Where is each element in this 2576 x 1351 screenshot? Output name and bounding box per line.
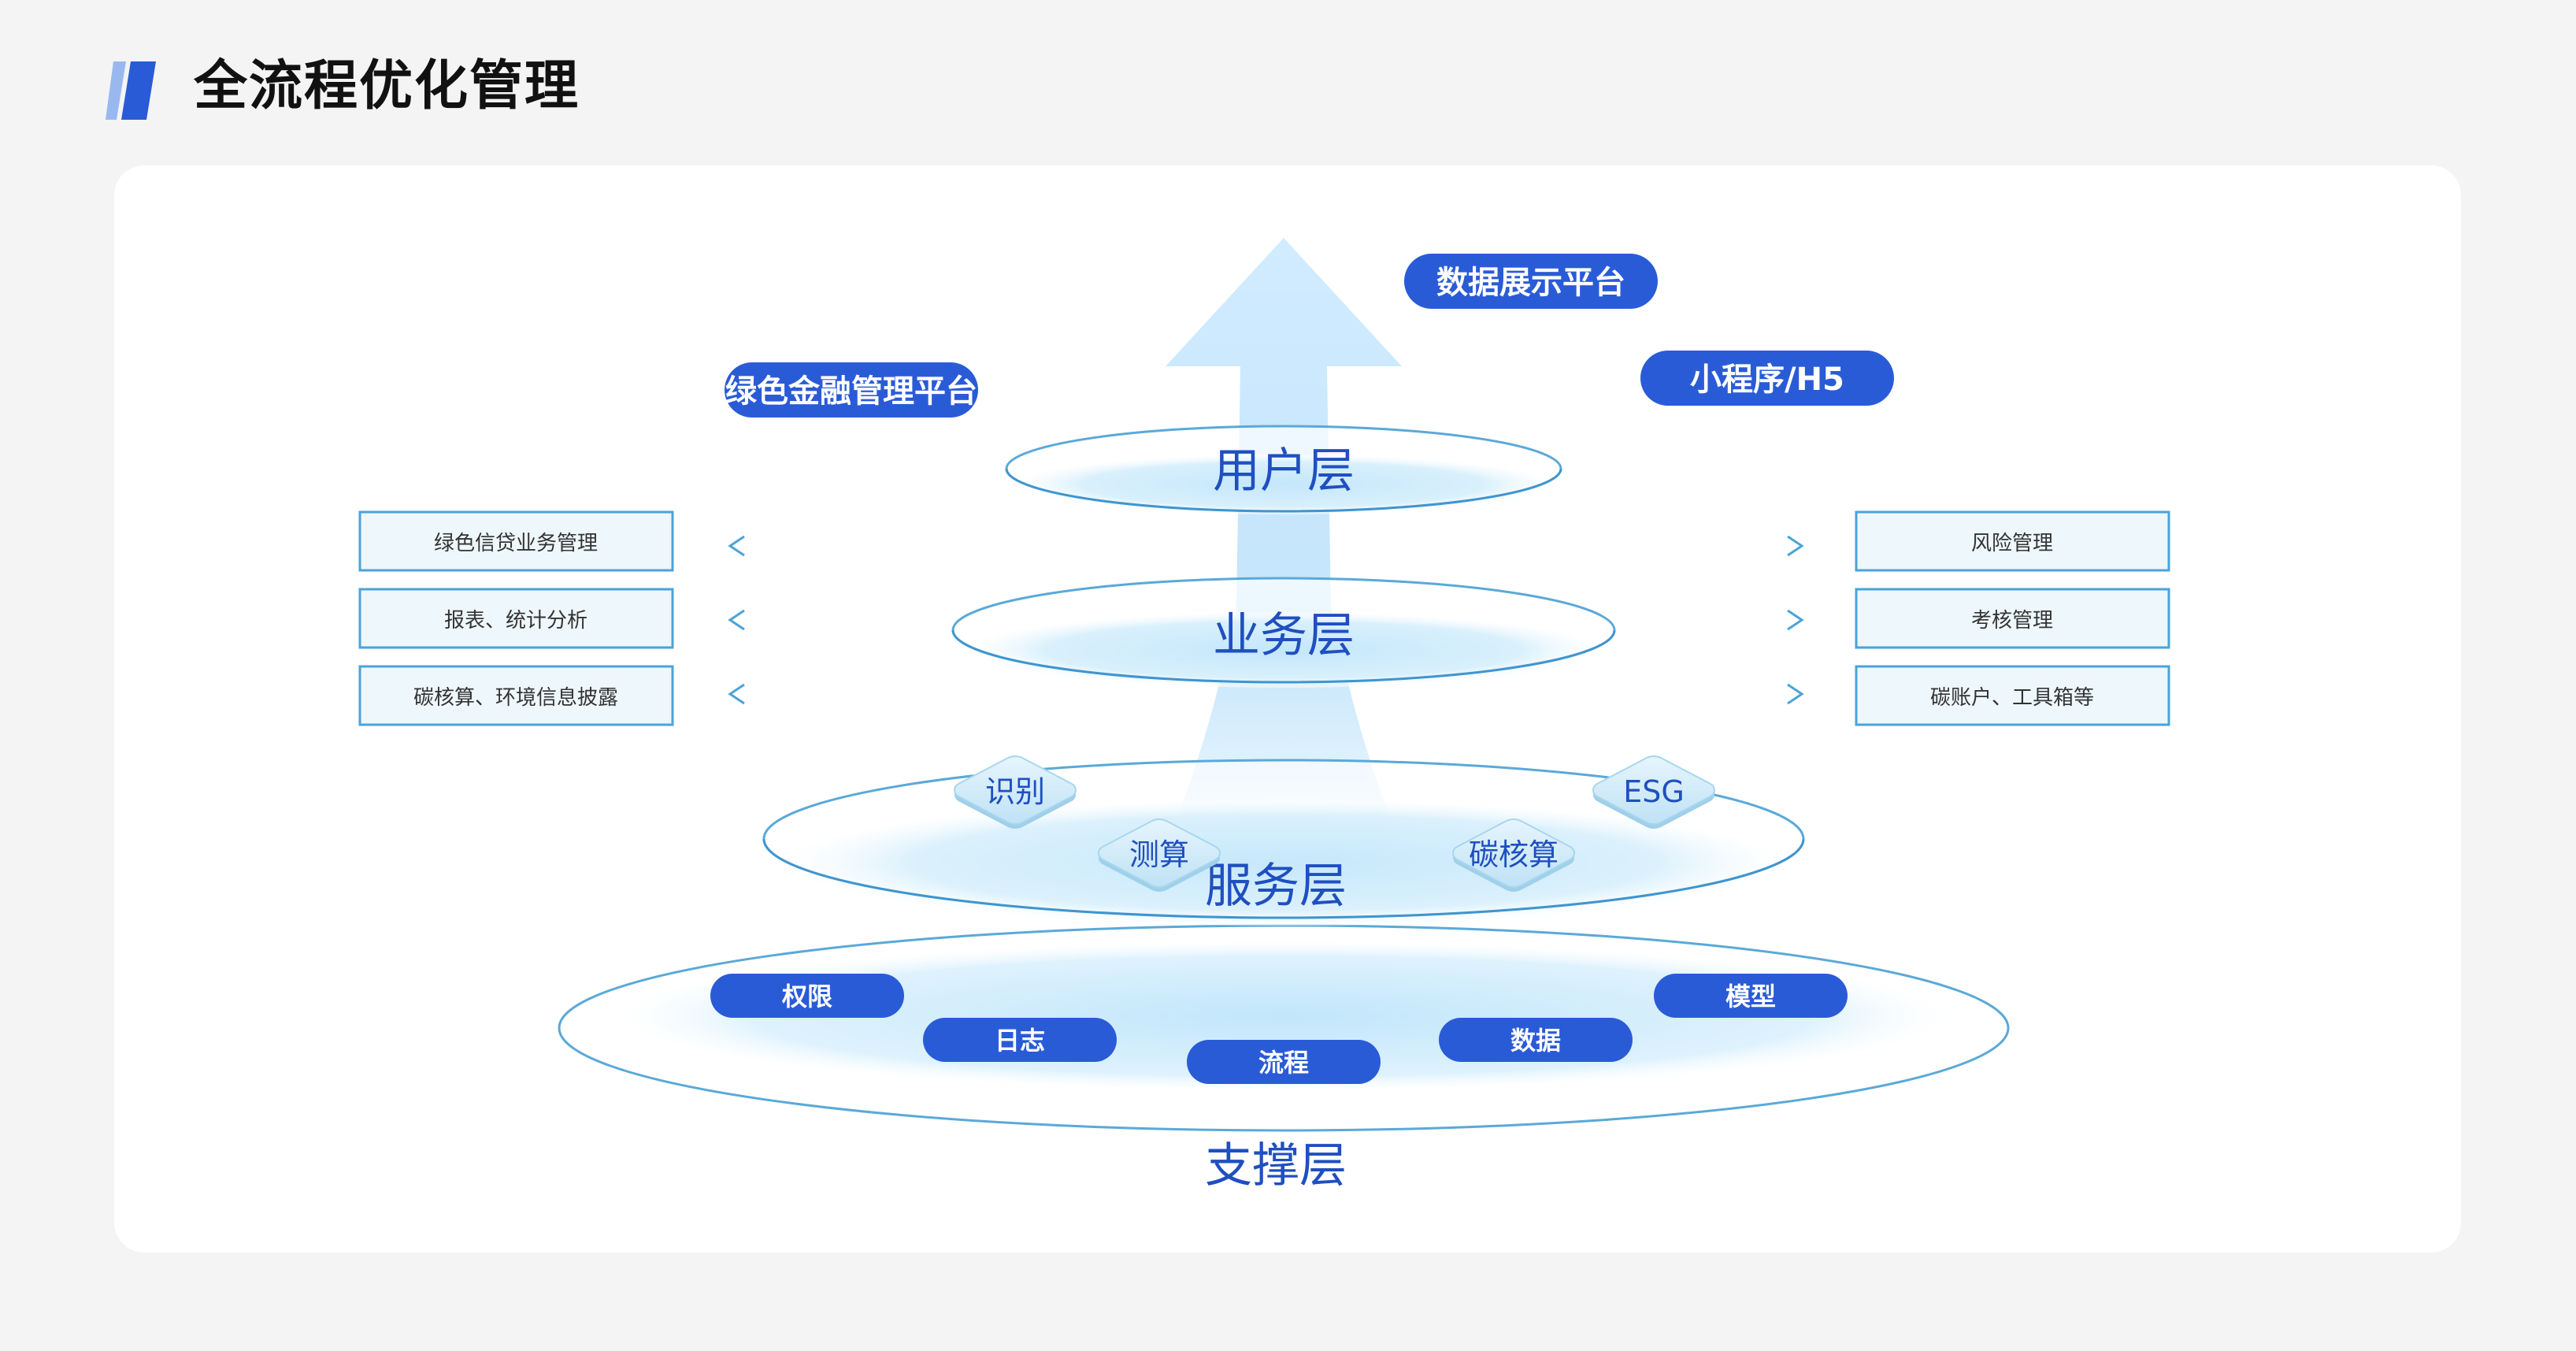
support-item-permission: 权限	[710, 974, 904, 1018]
user-layer-label: 用户层	[1213, 444, 1355, 499]
service-item-measure: 测算	[1097, 818, 1221, 892]
business-layer-label: 业务层	[1213, 608, 1355, 663]
support-item-label: 日志	[995, 1026, 1045, 1056]
right-box-label: 考核管理	[1971, 609, 2053, 633]
support-item-model: 模型	[1654, 974, 1848, 1018]
green-finance-label: 绿色金融管理平台	[725, 373, 977, 410]
right-box-label: 碳账户、工具箱等	[1930, 686, 2094, 710]
right-box-label: 风险管理	[1971, 532, 2053, 555]
right-box-3: 碳账户、工具箱等	[1855, 665, 2170, 726]
support-item-label: 模型	[1725, 982, 1776, 1011]
support-layer-label: 支撑层	[1205, 1138, 1347, 1193]
support-layer-disc	[558, 924, 2010, 1132]
support-item-label: 数据	[1510, 1026, 1561, 1056]
service-item-label: ESG	[1623, 774, 1685, 809]
data-display-pill: 数据展示平台	[1404, 254, 1658, 309]
right-arrow-icon	[1646, 535, 1804, 705]
support-item-label: 流程	[1258, 1048, 1309, 1078]
left-arrow-icon	[728, 535, 886, 705]
support-item-label: 权限	[781, 982, 832, 1011]
service-item-identify: 识别	[953, 755, 1077, 829]
left-box-1: 绿色信贷业务管理	[358, 510, 674, 572]
service-item-label: 测算	[1129, 837, 1189, 872]
header-mark-icon	[106, 61, 156, 120]
left-box-label: 绿色信贷业务管理	[434, 532, 598, 555]
diagram-card: 用户层 业务层 服务层 支撑层 绿色金融管理平台 数据展示平台 小程序/H5 绿…	[114, 165, 2461, 1253]
service-item-label: 识别	[985, 774, 1045, 809]
business-layer-disc	[951, 577, 1616, 688]
service-item-esg: ESG	[1592, 755, 1716, 829]
green-finance-pill: 绿色金融管理平台	[725, 362, 978, 418]
data-display-label: 数据展示平台	[1436, 265, 1625, 301]
user-layer-disc	[1005, 425, 1562, 514]
service-item-carbon: 碳核算	[1451, 818, 1576, 892]
right-box-1: 风险管理	[1855, 510, 2170, 572]
mini-program-pill: 小程序/H5	[1640, 351, 1894, 406]
support-item-data: 数据	[1439, 1018, 1633, 1062]
service-item-label: 碳核算	[1469, 837, 1559, 872]
left-box-2: 报表、统计分析	[358, 588, 674, 649]
page-title: 全流程优化管理	[194, 55, 580, 117]
layer-diagram: 用户层 业务层 服务层 支撑层 绿色金融管理平台 数据展示平台 小程序/H5 绿…	[358, 238, 2170, 1193]
left-box-3: 碳核算、环境信息披露	[358, 665, 674, 726]
left-box-label: 碳核算、环境信息披露	[413, 686, 618, 710]
right-box-2: 考核管理	[1855, 588, 2170, 649]
mini-program-label: 小程序/H5	[1690, 362, 1844, 398]
support-item-process: 流程	[1187, 1040, 1381, 1084]
support-item-log: 日志	[923, 1018, 1117, 1062]
left-box-label: 报表、统计分析	[444, 609, 587, 633]
service-layer-label: 服务层	[1205, 859, 1347, 914]
